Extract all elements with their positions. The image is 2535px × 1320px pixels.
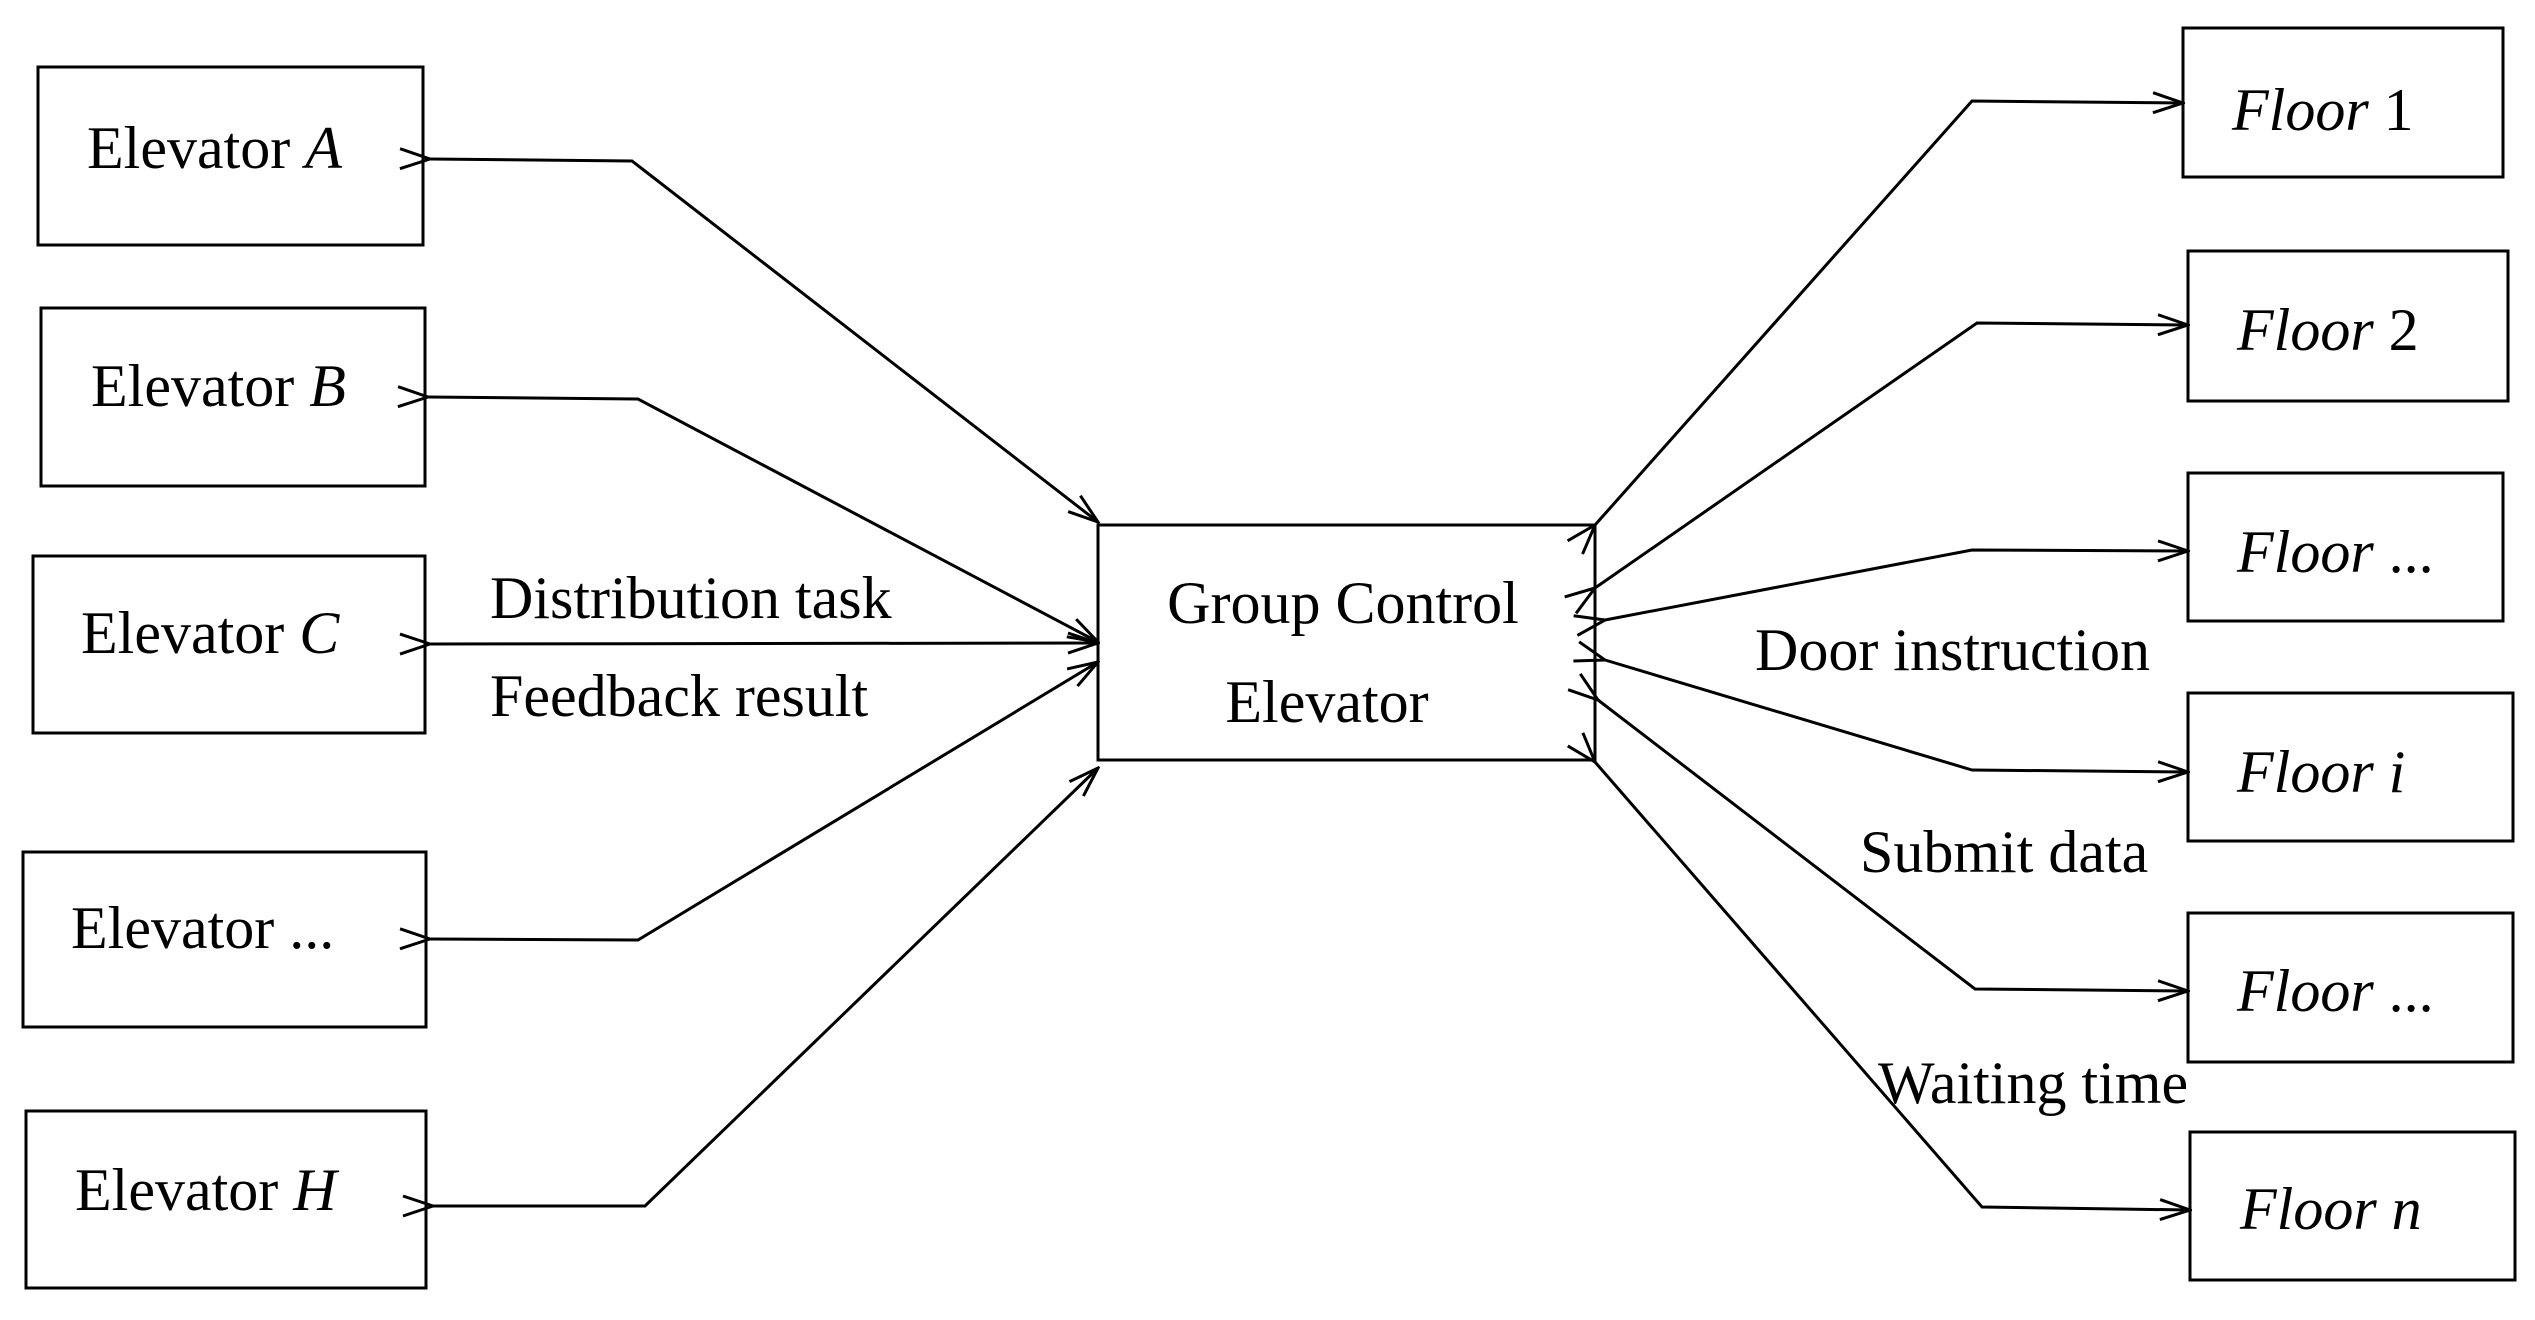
connector-elevator-h xyxy=(433,768,1098,1206)
connector-elevator-a xyxy=(430,159,1098,522)
elevator-node-b: Elevator B xyxy=(39,306,427,488)
floor-ellipsis-lower-label: Floor ... xyxy=(2236,958,2434,1024)
connector-floor-ellipsis-upper xyxy=(1605,550,2188,620)
elevator-h-label: Elevator H xyxy=(75,1157,340,1223)
elevator-node-c: Elevator C xyxy=(31,554,427,735)
elevator-ellipsis-label: Elevator ... xyxy=(71,895,334,961)
elevator-node-a: Elevator A xyxy=(36,65,425,247)
elevator-node-h: Elevator H xyxy=(24,1109,428,1290)
group-control-node: Group Control Elevator xyxy=(1096,523,1597,762)
floor-node-i: Floor i xyxy=(2186,691,2515,843)
floor-node-1: Floor 1 xyxy=(2181,26,2505,179)
floor-1-label: Floor 1 xyxy=(2231,77,2414,143)
connector-floor-1 xyxy=(1595,101,2183,525)
connector-elevator-c xyxy=(430,643,1098,644)
group-control-label-line2: Elevator xyxy=(1225,669,1428,735)
floor-ellipsis-upper-label: Floor ... xyxy=(2236,519,2434,585)
floor-node-ellipsis-lower: Floor ... xyxy=(2186,911,2515,1064)
connector-floor-2 xyxy=(1595,323,2188,588)
floor-node-n: Floor n xyxy=(2188,1130,2517,1282)
elevator-b-label: Elevator B xyxy=(91,353,346,419)
label-distribution-task: Distribution task xyxy=(490,565,892,631)
label-waiting-time: Waiting time xyxy=(1878,1050,2188,1116)
floor-2-label: Floor 2 xyxy=(2236,297,2419,363)
floor-i-label: Floor i xyxy=(2236,739,2405,805)
label-feedback-result: Feedback result xyxy=(490,663,869,729)
group-control-label-line1: Group Control xyxy=(1167,570,1519,636)
floor-n-label: Floor n xyxy=(2239,1176,2422,1242)
connector-elevator-b xyxy=(428,397,1098,642)
label-door-instruction: Door instruction xyxy=(1755,617,2150,683)
elevator-node-ellipsis: Elevator ... xyxy=(21,850,428,1029)
elevator-c-label: Elevator C xyxy=(81,600,340,666)
label-submit-data: Submit data xyxy=(1860,819,2148,885)
elevator-a-label: Elevator A xyxy=(87,115,342,181)
floor-node-2: Floor 2 xyxy=(2186,249,2510,403)
floor-node-ellipsis-upper: Floor ... xyxy=(2186,471,2505,623)
connector-floor-n xyxy=(1595,762,2190,1210)
